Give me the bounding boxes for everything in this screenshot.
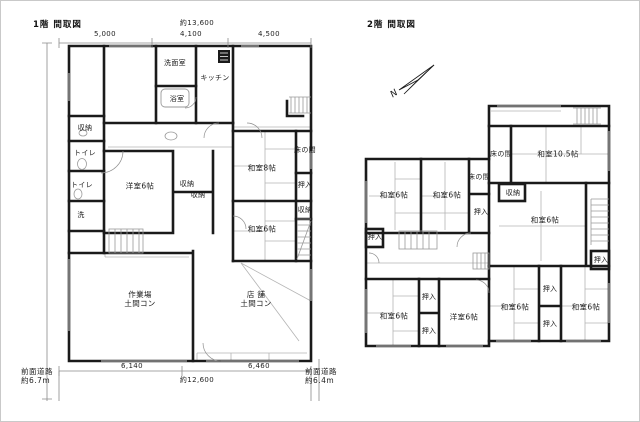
floor1-windows	[68, 45, 312, 362]
floor1-title: 1階 間取図	[33, 20, 82, 30]
road-label-right: 前面道路 約6.4m	[305, 367, 337, 386]
dim-top-seg-2: 4,100	[179, 30, 203, 38]
stove-grates	[220, 52, 228, 61]
toilet-icon	[77, 158, 87, 170]
bathtub-icon	[160, 88, 190, 108]
floor2-stairs-icon	[398, 107, 609, 270]
floor2-walls	[364, 104, 611, 348]
floor2-title: 2階 間取図	[367, 20, 416, 30]
floor1-fixtures	[73, 50, 230, 200]
toilet-icon	[78, 129, 88, 137]
floor2-windows	[365, 105, 610, 347]
dim-bottom-seg-1: 6,140	[120, 362, 144, 370]
floor1-tatami-lines	[104, 123, 312, 361]
floor2-door-arcs	[368, 232, 490, 294]
floor2-tatami-lines	[366, 110, 609, 345]
dim-top-total: 約13,600	[179, 19, 215, 27]
road-label-left: 前面道路 約6.7m	[21, 367, 53, 386]
dim-bottom-total: 約12,600	[179, 376, 215, 384]
toilet-icon	[73, 188, 83, 200]
north-arrow-icon	[398, 64, 435, 95]
dimension-lines	[42, 38, 320, 401]
floor1-walls	[67, 44, 313, 363]
floor2-plan	[364, 104, 611, 348]
dim-top-seg-3: 4,500	[257, 30, 281, 38]
dim-bottom-seg-2: 6,460	[247, 362, 271, 370]
dim-top-seg-1: 5,000	[93, 30, 117, 38]
floor1-door-arcs	[100, 96, 263, 362]
washbasin-icon	[164, 131, 178, 141]
floor1-plan	[67, 44, 313, 363]
floor1-stairs-icon	[108, 96, 312, 260]
